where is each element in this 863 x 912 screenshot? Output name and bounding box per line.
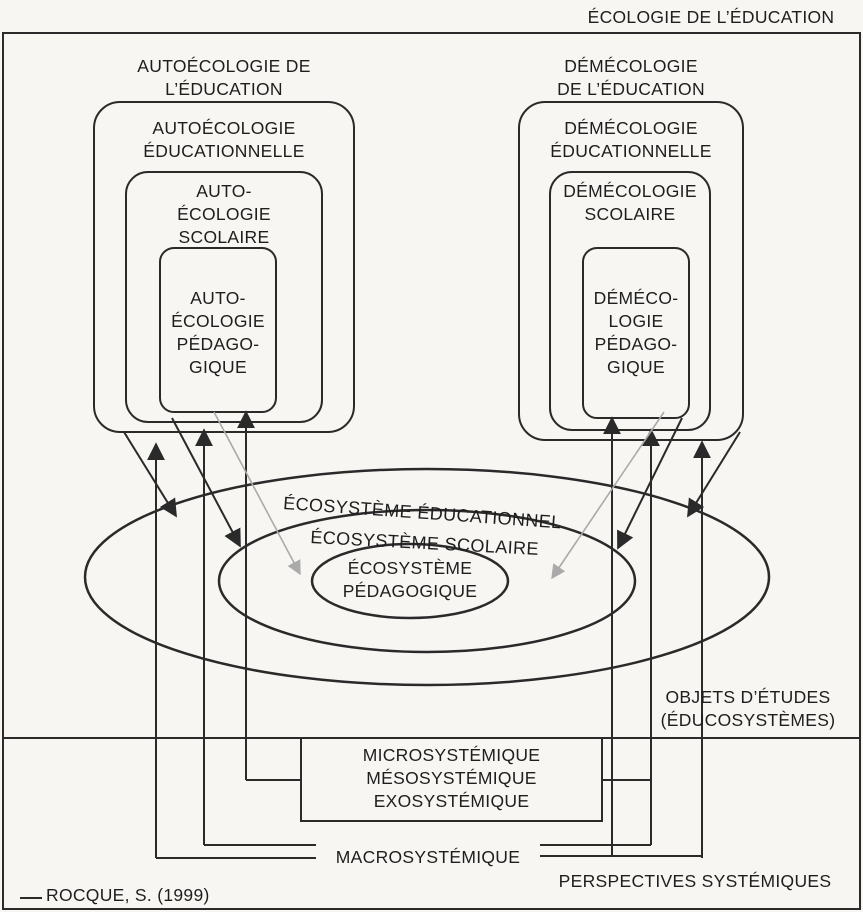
autoecology-educational-label: AUTOÉCOLOGIE ÉDUCATIONNELLE: [143, 118, 305, 161]
demecology-educational-label: DÉMÉCOLOGIE ÉDUCATIONNELLE: [550, 118, 712, 161]
ecosystem-pedagogical-ellipse: [310, 542, 510, 620]
left-diagonal-2: [171, 417, 241, 548]
ecology-title: ÉCOLOGIE DE L’ÉDUCATION: [587, 7, 835, 27]
left-diagonal-1: [123, 431, 177, 518]
autoecology-pedagogical-label: AUTO- ÉCOLOGIE PÉDAGO- GIQUE: [171, 288, 265, 377]
systemic-levels-label: MICROSYSTÉMIQUE MÉSOSYSTÉMIQUE EXOSYSTÉM…: [362, 745, 541, 811]
outer-frame: [2, 32, 861, 910]
demecology-school-box: [549, 171, 711, 431]
perspectives-label: PERSPECTIVES SYSTÉMIQUES: [558, 871, 832, 891]
ecosystem-school-ellipse: [217, 508, 637, 654]
right-diagonal-1: [617, 417, 683, 550]
credit-label: ROCQUE, S. (1999): [46, 885, 210, 905]
objects-label: OBJETS D’ÉTUDES (ÉDUCOSYSTÈMES): [660, 687, 836, 730]
autoecology-school-box: [125, 171, 323, 423]
demecology-educational-box: [518, 101, 744, 441]
autoecology-pedagogical-box: [159, 247, 277, 413]
demecology-header: DÉMÉCOLOGIE DE L’ÉDUCATION: [557, 56, 705, 99]
ecosystem-pedagogical-label: ÉCOSYSTÈME PÉDAGOGIQUE: [342, 558, 478, 601]
ecosystem-educational-ellipse: [83, 467, 771, 687]
right-diagonal-2: [687, 431, 741, 518]
demecology-school-label: DÉMÉCOLOGIE SCOLAIRE: [563, 181, 697, 224]
macrosystemic-label: MACROSYSTÉMIQUE: [335, 847, 521, 867]
autoecology-header: AUTOÉCOLOGIE DE L’ÉDUCATION: [137, 56, 311, 99]
demecology-pedagogical-label: DÉMÉCO- LOGIE PÉDAGO- GIQUE: [593, 288, 679, 377]
demecology-pedagogical-box: [582, 247, 690, 419]
right-diagonal-light: [551, 411, 665, 580]
autoecology-school-label: AUTO- ÉCOLOGIE SCOLAIRE: [177, 181, 271, 247]
left-diagonal-light: [213, 411, 301, 576]
